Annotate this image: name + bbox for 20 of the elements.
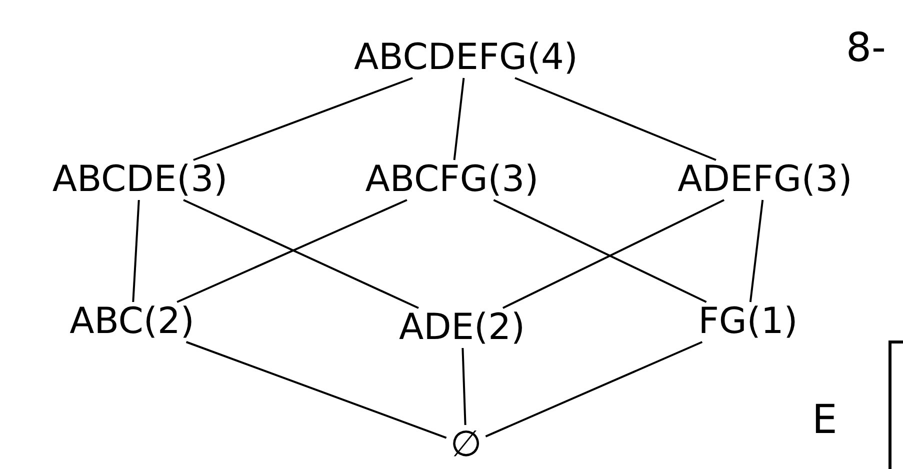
connector-line <box>749 200 764 302</box>
connector-line <box>193 77 413 161</box>
connector-line <box>132 200 140 302</box>
node-label: ABCDEFG(4) <box>350 38 582 78</box>
node-label: ABCFG(3) <box>361 160 543 200</box>
node-label: ABCDE(3) <box>48 160 232 200</box>
connector-line <box>493 199 707 303</box>
connector-line <box>462 348 466 426</box>
node-label: ABC(2) <box>66 302 198 342</box>
note-text: E <box>812 400 838 440</box>
connector-line <box>502 199 724 309</box>
connector-line <box>453 78 465 160</box>
node-label: ADE(2) <box>394 308 530 348</box>
connector-line <box>485 341 703 438</box>
node-label: ∅ <box>446 425 486 465</box>
node-label: ADEFG(3) <box>674 160 856 200</box>
connector-line <box>186 341 447 439</box>
connector-line <box>514 77 716 161</box>
node-label: FG(1) <box>694 302 802 342</box>
note-text: 8- <box>846 28 886 68</box>
